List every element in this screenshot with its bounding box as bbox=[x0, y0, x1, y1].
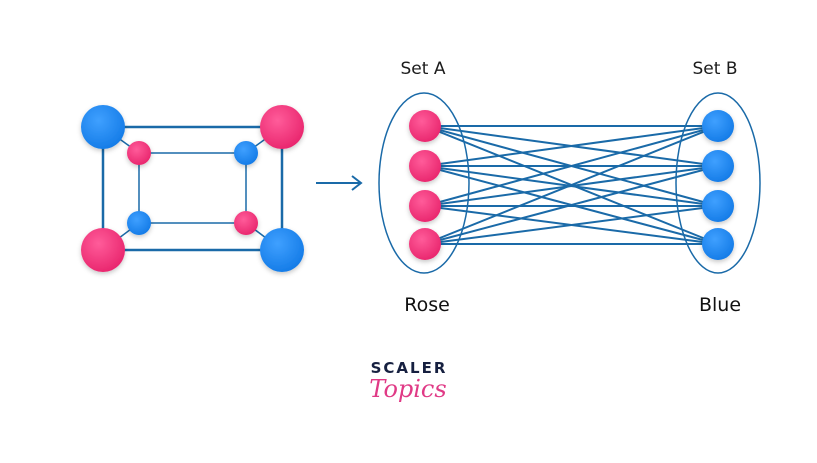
set-b-nodes bbox=[702, 110, 734, 260]
scaler-topics-logo: SCALER Topics bbox=[369, 359, 448, 403]
cube-node-rose bbox=[81, 228, 125, 272]
cube-node-blue bbox=[81, 105, 125, 149]
bipartite-edge bbox=[424, 125, 719, 245]
cube-graph bbox=[81, 105, 304, 272]
set-b-node bbox=[702, 190, 734, 222]
set-b-node bbox=[702, 228, 734, 260]
set-b-node bbox=[702, 150, 734, 182]
set-a-node bbox=[409, 150, 441, 182]
set-a-node bbox=[409, 190, 441, 222]
cube-node-blue bbox=[260, 228, 304, 272]
bipartite-edge bbox=[424, 205, 719, 245]
bipartite-graph: Set A Set B Rose Blue bbox=[378, 59, 761, 316]
cube-node-rose bbox=[260, 105, 304, 149]
set-a-node bbox=[409, 110, 441, 142]
set-b-label: Blue bbox=[699, 294, 741, 316]
set-b-ellipse bbox=[675, 92, 761, 274]
bipartite-edge bbox=[424, 125, 719, 167]
set-b-node bbox=[702, 110, 734, 142]
cube-node-blue bbox=[234, 141, 258, 165]
set-a-label: Rose bbox=[404, 294, 450, 316]
bipartite-edges bbox=[424, 125, 719, 245]
cube-node-rose bbox=[234, 211, 258, 235]
cube-outer-square bbox=[101, 125, 284, 252]
set-a-nodes bbox=[409, 110, 441, 260]
bipartite-edge bbox=[424, 165, 719, 245]
right-arrow-icon bbox=[316, 175, 363, 191]
cube-inner-square bbox=[138, 152, 247, 224]
logo-bottom-text: Topics bbox=[369, 375, 446, 403]
cube-node-blue bbox=[127, 211, 151, 235]
set-a-ellipse bbox=[378, 92, 470, 274]
set-b-title: Set B bbox=[693, 59, 738, 79]
set-a-node bbox=[409, 228, 441, 260]
logo-top-text: SCALER bbox=[371, 359, 448, 377]
bipartite-edge bbox=[424, 125, 719, 207]
cube-node-rose bbox=[127, 141, 151, 165]
set-a-title: Set A bbox=[401, 59, 446, 79]
